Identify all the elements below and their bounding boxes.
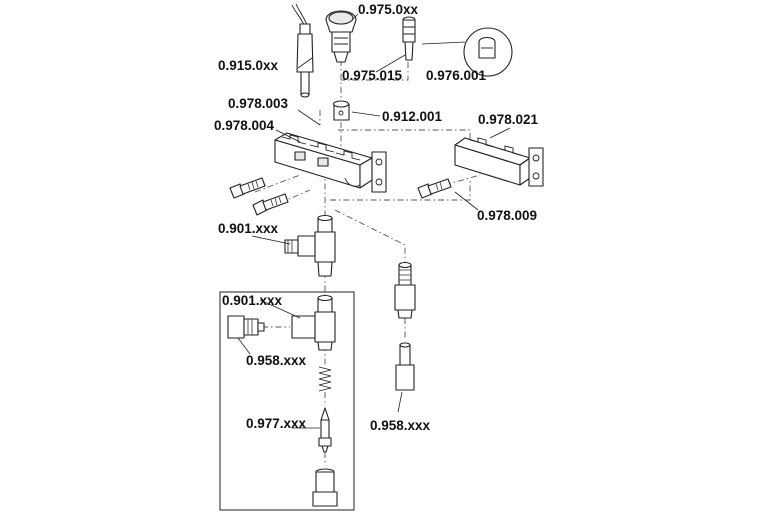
label-0978-003: 0.978.003 xyxy=(228,96,289,111)
part-tee-upper-0901 xyxy=(284,214,336,277)
part-nut-0912 xyxy=(332,100,350,121)
part-spring xyxy=(318,366,332,392)
label-0978-009: 0.978.009 xyxy=(477,208,537,223)
part-bolt-left-upper xyxy=(229,177,266,199)
label-0901-xxx-lower: 0.901.xxx xyxy=(222,293,283,308)
part-bolt-left-lower xyxy=(252,193,289,216)
part-bolt-0978009 xyxy=(417,178,452,199)
part-nozzle-0977 xyxy=(318,407,332,453)
label-0915-0xx: 0.915.0xx xyxy=(218,58,279,73)
label-0975-0xx: 0.975.0xx xyxy=(358,2,419,17)
part-fitting-0958-right xyxy=(395,342,415,391)
label-0977-xxx: 0.977.xxx xyxy=(246,416,307,431)
assembly-inset-box xyxy=(219,291,355,511)
part-fitting-right-upper xyxy=(394,261,416,319)
assembly-lines xyxy=(254,60,481,466)
label-0976-001: 0.976.001 xyxy=(426,68,487,83)
part-tube-0975015 xyxy=(402,16,416,61)
part-burner-head-0975 xyxy=(325,10,357,63)
label-0978-021: 0.978.021 xyxy=(478,112,539,127)
part-tee-lower-0901 xyxy=(291,294,336,351)
part-electrode-0915 xyxy=(291,3,314,98)
label-0958-xxx-right: 0.958.xxx xyxy=(370,418,431,433)
label-0978-004: 0.978.004 xyxy=(214,118,275,133)
part-bracket-0978021 xyxy=(454,137,544,187)
label-0975-015: 0.975.015 xyxy=(342,68,403,83)
part-bracket-0978004 xyxy=(274,132,387,193)
part-detail-circle-0976 xyxy=(421,27,513,77)
part-fitting-inset-0958 xyxy=(227,315,265,339)
label-0958-xxx-inset: 0.958.xxx xyxy=(246,353,307,368)
leader-lines xyxy=(237,13,511,429)
label-0912-001: 0.912.001 xyxy=(382,109,443,124)
part-labels: 0.975.0xx 0.915.0xx 0.975.015 0.976.001 … xyxy=(214,2,539,433)
part-cap xyxy=(312,468,338,507)
label-0901-xxx-upper: 0.901.xxx xyxy=(218,221,279,236)
